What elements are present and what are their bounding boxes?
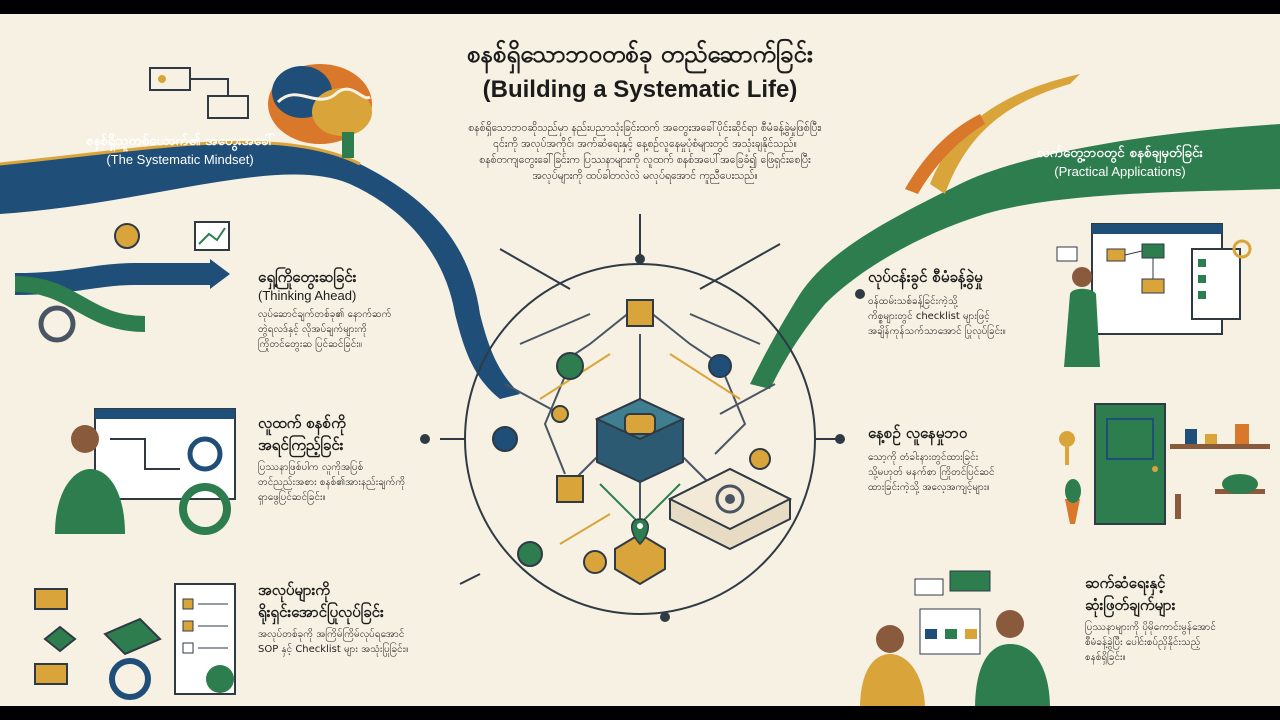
lightbulb-icon (114, 223, 140, 249)
right-band-title: လက်တွေ့ဘဝတွင် စနစ်ချမှတ်ခြင်း (1037, 145, 1203, 161)
body-line: ကိစ္စများတွင် checklist များဖြင့် (868, 311, 990, 322)
section-body: အလုပ်တစ်ခုကို အကြိမ်ကြိမ်လုပ်ရအောင် SOP … (258, 627, 488, 657)
body-line: တွဲရလဒ်နှင့် လိုအပ်ချက်များကို (258, 324, 367, 335)
body-line: စနစ်ရှိခြင်း။ (1085, 652, 1126, 663)
speech-bubble-icon (914, 578, 944, 596)
door-icon (1094, 403, 1166, 525)
roadmap-illustration (14, 221, 230, 343)
body-line: ကြိုတင်တွေးဆ ပြင်ဆင်ခြင်း။ (258, 339, 362, 350)
body-line: ပြဿနာများကို ပိုမိုကောင်းမွန်အောင် (1085, 622, 1216, 633)
section-system-over-people: လူထက် စနစ်ကို အရင်ကြည့်ခြင်း ပြဿနာဖြစ်ပါ… (258, 412, 428, 505)
body-line: အချိန်ကုန်သက်သာအောင် ပြုလုပ်ခြင်း။ (868, 326, 1006, 337)
intro-line: အလုပ်များကို ထပ်ခါတလဲလဲ မလုပ်ရအောင် ကူညီ… (532, 170, 758, 182)
circuit-diagram-icon (149, 67, 249, 119)
section-simplify-work: အလုပ်များကို ရိုးရှင်းအောင်ပြုလုပ်ခြင်း … (258, 579, 488, 657)
infographic-canvas: စနစ်ရှိသောဘဝတစ်ခု တည်ဆောက်ခြင်း (Buildin… (0, 14, 1280, 706)
right-band-subtitle: (Practical Applications) (1054, 164, 1186, 179)
central-network-diagram (420, 214, 865, 622)
brain-icon (268, 64, 372, 158)
body-line: လုပ်ဆောင်ချက်တစ်ခု၏ နောက်ဆက် (258, 309, 392, 320)
intro-line: စနစ်တကျတွေးခေါ်ခြင်းက ပြဿနာများကို လူထက်… (479, 154, 811, 166)
left-band-header: စနစ်ရှိသူတစ်ယောက်၏ အတွေးအခေါ် (The Syste… (20, 132, 340, 167)
intro-paragraph: စနစ်ရှိသောဘဝဆိုသည်မှာ နည်းပညာသုံးခြင်းထက… (385, 120, 905, 184)
body-line: သော့ကို တံခါးနားတွင်ထားခြင်း (868, 452, 979, 463)
section-title-line2: ဆုံးဖြတ်ချက်များ (1085, 596, 1176, 614)
gear-icon (38, 305, 76, 343)
section-title: အလုပ်များကို (258, 581, 330, 599)
section-thinking-ahead: ရှေ့ကြိုတွေးဆခြင်း (Thinking Ahead) လုပ်… (258, 266, 428, 352)
section-relationships-decisions: ဆက်ဆံရေးနှင့် ဆုံးဖြတ်ချက်များ ပြဿနာများ… (1085, 572, 1270, 665)
section-body: သော့ကို တံခါးနားတွင်ထားခြင်း သို့မဟုတ် မ… (868, 450, 1053, 495)
page-subtitle: (Building a Systematic Life) (482, 76, 798, 103)
body-line: စီမံခန့်ခွဲပြီး ပေါင်းစပ်ညှိနိုင်းသည့် (1085, 637, 1201, 648)
left-band-title: စနစ်ရှိသူတစ်ယောက်၏ အတွေးအခေါ် (85, 133, 275, 149)
section-daily-life: နေ့စဉ် လူနေမှုဘဝ သော့ကို တံခါးနားတွင်ထား… (868, 422, 1053, 495)
body-line: ရှာဖွေပြင်ဆင်ခြင်း။ (258, 492, 326, 503)
systems-thinking-illustration (55, 408, 236, 535)
relationships-illustration (860, 570, 1050, 706)
section-body: ပြဿနာများကို ပိုမိုကောင်းမွန်အောင် စီမံခ… (1085, 620, 1270, 665)
body-line: သို့မဟုတ် မနက်စာ ကြိုတင်ပြင်ဆင် (868, 467, 995, 478)
speech-bubble-icon (949, 570, 991, 592)
daily-life-illustration (1059, 403, 1270, 525)
speech-bubble-icon (1056, 246, 1078, 262)
key-icon (1059, 431, 1075, 447)
section-subtitle: (Thinking Ahead) (258, 288, 357, 303)
right-band-header: လက်တွေ့ဘဝတွင် စနစ်ချမှတ်ခြင်း (Practical… (975, 144, 1265, 179)
section-title-line2: ရိုးရှင်းအောင်ပြုလုပ်ခြင်း (258, 603, 384, 621)
check-icon (206, 665, 234, 693)
page-title: စနစ်ရှိသောဘဝတစ်ခု တည်ဆောက်ခြင်း (467, 40, 813, 68)
location-pin-icon (631, 518, 649, 546)
intro-line: စနစ်ရှိသောဘဝဆိုသည်မှာ နည်းပညာသုံးခြင်းထက… (468, 122, 822, 134)
intro-line: ၎င်းကို အလုပ်အကိုင်၊ အက်ဆံရေးနှင့် နေ့စဉ… (493, 138, 797, 150)
left-band-subtitle: (The Systematic Mindset) (106, 152, 254, 167)
body-line: SOP နှင့် Checklist များ အသုံးပြုခြင်း။ (258, 644, 409, 655)
section-body: ဝန်ထမ်းသစ်ခန့်ခြင်းကဲ့သို့ ကိစ္စများတွင်… (868, 294, 1053, 339)
workplace-illustration (1056, 223, 1252, 367)
body-line: ထားခြင်းကဲ့သို့ အလေ့အကျင့်များ။ (868, 482, 990, 493)
plant-pot-icon (1065, 499, 1080, 524)
body-line: ပြဿနာဖြစ်ပါက လူကိုအပြစ် (258, 462, 364, 473)
ribbon-decorations (0, 74, 1280, 399)
section-title: လုပ်ငန်းခွင် စီမံခန့်ခွဲမှု (868, 268, 983, 286)
section-body: ပြဿနာဖြစ်ပါက လူကိုအပြစ် တင်ညည်းအစား စနစ်… (258, 460, 428, 505)
section-workplace-management: လုပ်ငန်းခွင် စီမံခန့်ခွဲမှု ဝန်ထမ်းသစ်ခန… (868, 266, 1053, 339)
gear-icon (1232, 239, 1252, 259)
body-line: ဝန်ထမ်းသစ်ခန့်ခြင်းကဲ့သို့ (868, 296, 958, 307)
section-title: ဆက်ဆံရေးနှင့် (1085, 574, 1166, 592)
gear-icon (187, 436, 223, 472)
section-body: လုပ်ဆောင်ချက်တစ်ခု၏ နောက်ဆက် တွဲရလဒ်နှင့… (258, 307, 428, 352)
section-title: လူထက် စနစ်ကို (258, 414, 346, 432)
gear-icon (109, 658, 151, 700)
body-line: အလုပ်တစ်ခုကို အကြိမ်ကြိမ်လုပ်ရအောင် (258, 629, 405, 640)
section-title: ရှေ့ကြိုတွေးဆခြင်း (258, 268, 357, 286)
body-line: တင်ညည်းအစား စနစ်၏အားနည်းချက်ကို (258, 477, 406, 488)
section-title-line2: အရင်ကြည့်ခြင်း (258, 436, 344, 454)
section-title: နေ့စဉ် လူနေမှုဘဝ (868, 424, 968, 442)
gear-icon (715, 484, 745, 514)
checklist-flow-illustration (34, 583, 236, 700)
